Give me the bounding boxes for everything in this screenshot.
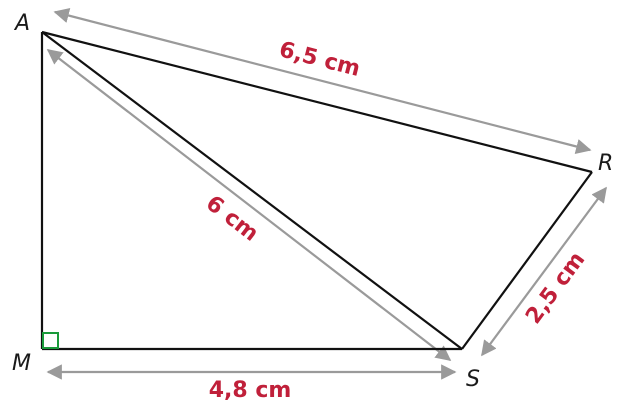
- segments: [40, 30, 593, 351]
- dimension-arrow-SR: [481, 186, 607, 357]
- dimension-arrow-AR: [53, 8, 592, 154]
- point-label-R: R: [598, 151, 613, 176]
- segment-AS: [41, 31, 463, 350]
- dimension-arrows: [46, 8, 607, 380]
- length-label-AR: 6,5 cm: [276, 37, 362, 82]
- length-label-MS: 4,8 cm: [209, 378, 292, 403]
- point-label-M: M: [12, 351, 31, 376]
- segment-AR: [41, 30, 593, 174]
- point-label-S: S: [466, 367, 480, 392]
- dimension-arrow-AS: [46, 49, 452, 361]
- length-label-AS: 6 cm: [201, 191, 263, 247]
- right-angle-marker: [42, 332, 59, 349]
- point-label-A: A: [13, 11, 30, 36]
- segment-SR: [461, 171, 593, 350]
